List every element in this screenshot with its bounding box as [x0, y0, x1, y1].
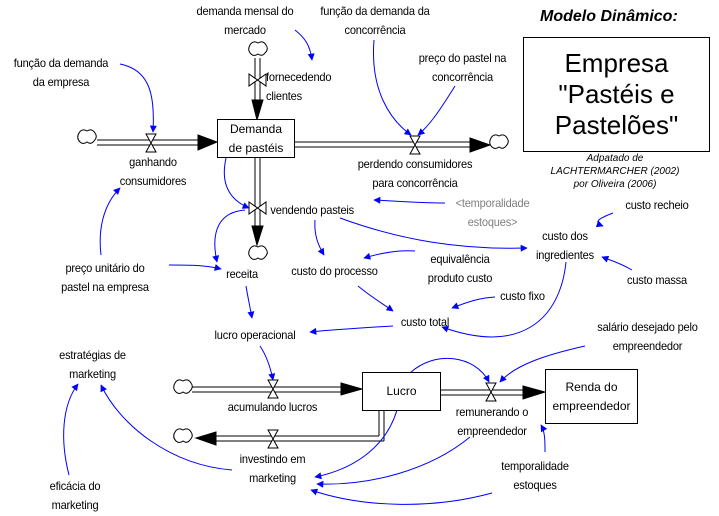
var-custo-do-processo[interactable]: custo do processo: [291, 264, 378, 278]
flow-remunerando-empreendedor[interactable]: remunerando o empreendedor: [455, 405, 529, 438]
pipe-vendendo: [251, 158, 264, 247]
var-custo-recheio[interactable]: custo recheio: [625, 198, 689, 212]
link-preco-receita: [168, 264, 222, 271]
flow-ganhando-consumidores[interactable]: ganhando consumidores: [119, 155, 187, 188]
pipe-ganhando: [97, 134, 219, 151]
link-recheio-ingredientes: [595, 212, 614, 228]
clouds: [77, 41, 509, 443]
stock-renda-do-empreendedor[interactable]: Renda do empreendedor: [545, 369, 638, 424]
valve-vendendo: [248, 201, 267, 215]
link-salario-remunerando: [499, 345, 586, 383]
var-receita[interactable]: receita: [226, 267, 258, 281]
flow-vendendo-pasteis[interactable]: vendendo pasteis: [270, 203, 355, 217]
flow-acumulando-lucros[interactable]: acumulando lucros: [227, 400, 318, 414]
stock-lucro[interactable]: Lucro: [362, 372, 441, 411]
link-temporalidade-renda: [540, 424, 548, 453]
var-preco-pastel-concorrencia[interactable]: preço do pastel na concorrência: [418, 51, 507, 84]
model-title: Modelo Dinâmico:: [540, 8, 678, 25]
pipe-fornecendo: [251, 58, 264, 122]
var-eficacia-marketing[interactable]: eficácia do marketing: [49, 479, 101, 512]
valve-investindo: [267, 429, 279, 449]
link-funcao-empresa-ganhando: [119, 63, 157, 133]
link-vendendo-receita: [212, 209, 246, 263]
link-funcao-concorrencia-perdendo: [372, 39, 412, 136]
var-temporalidade-estoques-shadow[interactable]: <temporalidade estoques>: [455, 196, 530, 229]
link-lucro-op-acumulando: [259, 345, 276, 381]
link-massa-ingredientes: [601, 255, 633, 271]
var-custo-dos-ingredientes[interactable]: custo dos ingredientes: [536, 229, 594, 262]
link-demanda-mensal-fornecendo: [294, 29, 315, 61]
link-eficacia-estrategias: [63, 383, 79, 476]
link-equivalencia-custo-processo: [363, 250, 416, 260]
flow-perdendo-consumidores[interactable]: perdendo consumidores para concorrência: [357, 157, 473, 190]
var-funcao-demanda-concorrencia[interactable]: função da demanda da concorrência: [320, 4, 430, 37]
var-funcao-demanda-empresa[interactable]: função da demanda da empresa: [13, 56, 109, 89]
var-estrategias-marketing[interactable]: estratégias de marketing: [59, 348, 126, 381]
cloud-icon: [489, 134, 509, 149]
credit-text: Adpatado de LACHTERMARCHER (2002) por Ol…: [550, 153, 680, 190]
link-vendendo-custo-ingredientes: [339, 217, 528, 252]
cloud-icon: [173, 428, 193, 443]
cloud-icon: [77, 129, 97, 144]
valve-perdendo: [409, 135, 421, 155]
link-lucro-investindo-mkt: [314, 409, 398, 480]
pipe-remunerando: [440, 385, 547, 400]
link-total-lucro-op: [309, 325, 394, 335]
stock-demanda-de-pasteis[interactable]: Demanda de pastéis: [217, 119, 295, 158]
link-remunerando-investindo-mkt: [316, 436, 471, 488]
cloud-icon: [248, 41, 268, 56]
cloud-icon: [248, 245, 268, 260]
valve-remunerando: [485, 382, 497, 402]
link-lucro-remunerando: [409, 357, 490, 383]
link-ingredientes-total: [441, 261, 567, 338]
link-receita-lucro-op: [245, 285, 255, 319]
link-demanda-vendendo: [223, 157, 250, 209]
causal-links: [63, 29, 633, 505]
var-custo-massa[interactable]: custo massa: [627, 273, 687, 287]
pipe-acumulando: [192, 382, 364, 396]
var-salario-desejado[interactable]: salário desejado pelo empreendedor: [597, 320, 698, 353]
var-temporalidade-estoques[interactable]: temporalidade estoques: [501, 459, 569, 492]
flow-pipes: [97, 58, 547, 446]
var-demanda-mensal-mercado[interactable]: demanda mensal do mercado: [196, 4, 294, 37]
link-temporalidade-investindo-mkt: [310, 488, 493, 505]
flow-fornecendo-clientes[interactable]: fornecedendo clientes: [266, 70, 332, 103]
link-custo-processo-total: [357, 285, 394, 312]
var-custo-fixo[interactable]: custo fixo: [500, 289, 545, 303]
var-lucro-operacional[interactable]: lucro operacional: [214, 328, 296, 342]
link-vendendo-custo-processo: [314, 219, 325, 256]
link-investindo-estrategias: [100, 384, 233, 471]
valve-fornecendo: [248, 73, 267, 87]
company-name-box: Empresa "Pastéis e Pastelões": [523, 37, 710, 152]
link-preco-ganhando: [99, 187, 121, 256]
valve-acumulando: [267, 379, 279, 399]
var-custo-total[interactable]: custo total: [400, 315, 450, 329]
pipe-perdendo: [295, 137, 492, 153]
link-temporalidade-vendendo: [373, 196, 446, 204]
valves: [145, 73, 497, 449]
flow-investindo-em-marketing[interactable]: investindo em marketing: [239, 452, 306, 485]
valve-ganhando: [145, 133, 157, 153]
var-preco-unitario-pastel[interactable]: preço unitário do pastel na empresa: [61, 261, 149, 294]
link-preco-concorrencia-perdendo: [417, 85, 456, 136]
cloud-icon: [173, 379, 193, 394]
link-custo-fixo-total: [451, 296, 496, 309]
var-equivalencia-produto-custo[interactable]: equivalência produto custo: [427, 252, 493, 285]
